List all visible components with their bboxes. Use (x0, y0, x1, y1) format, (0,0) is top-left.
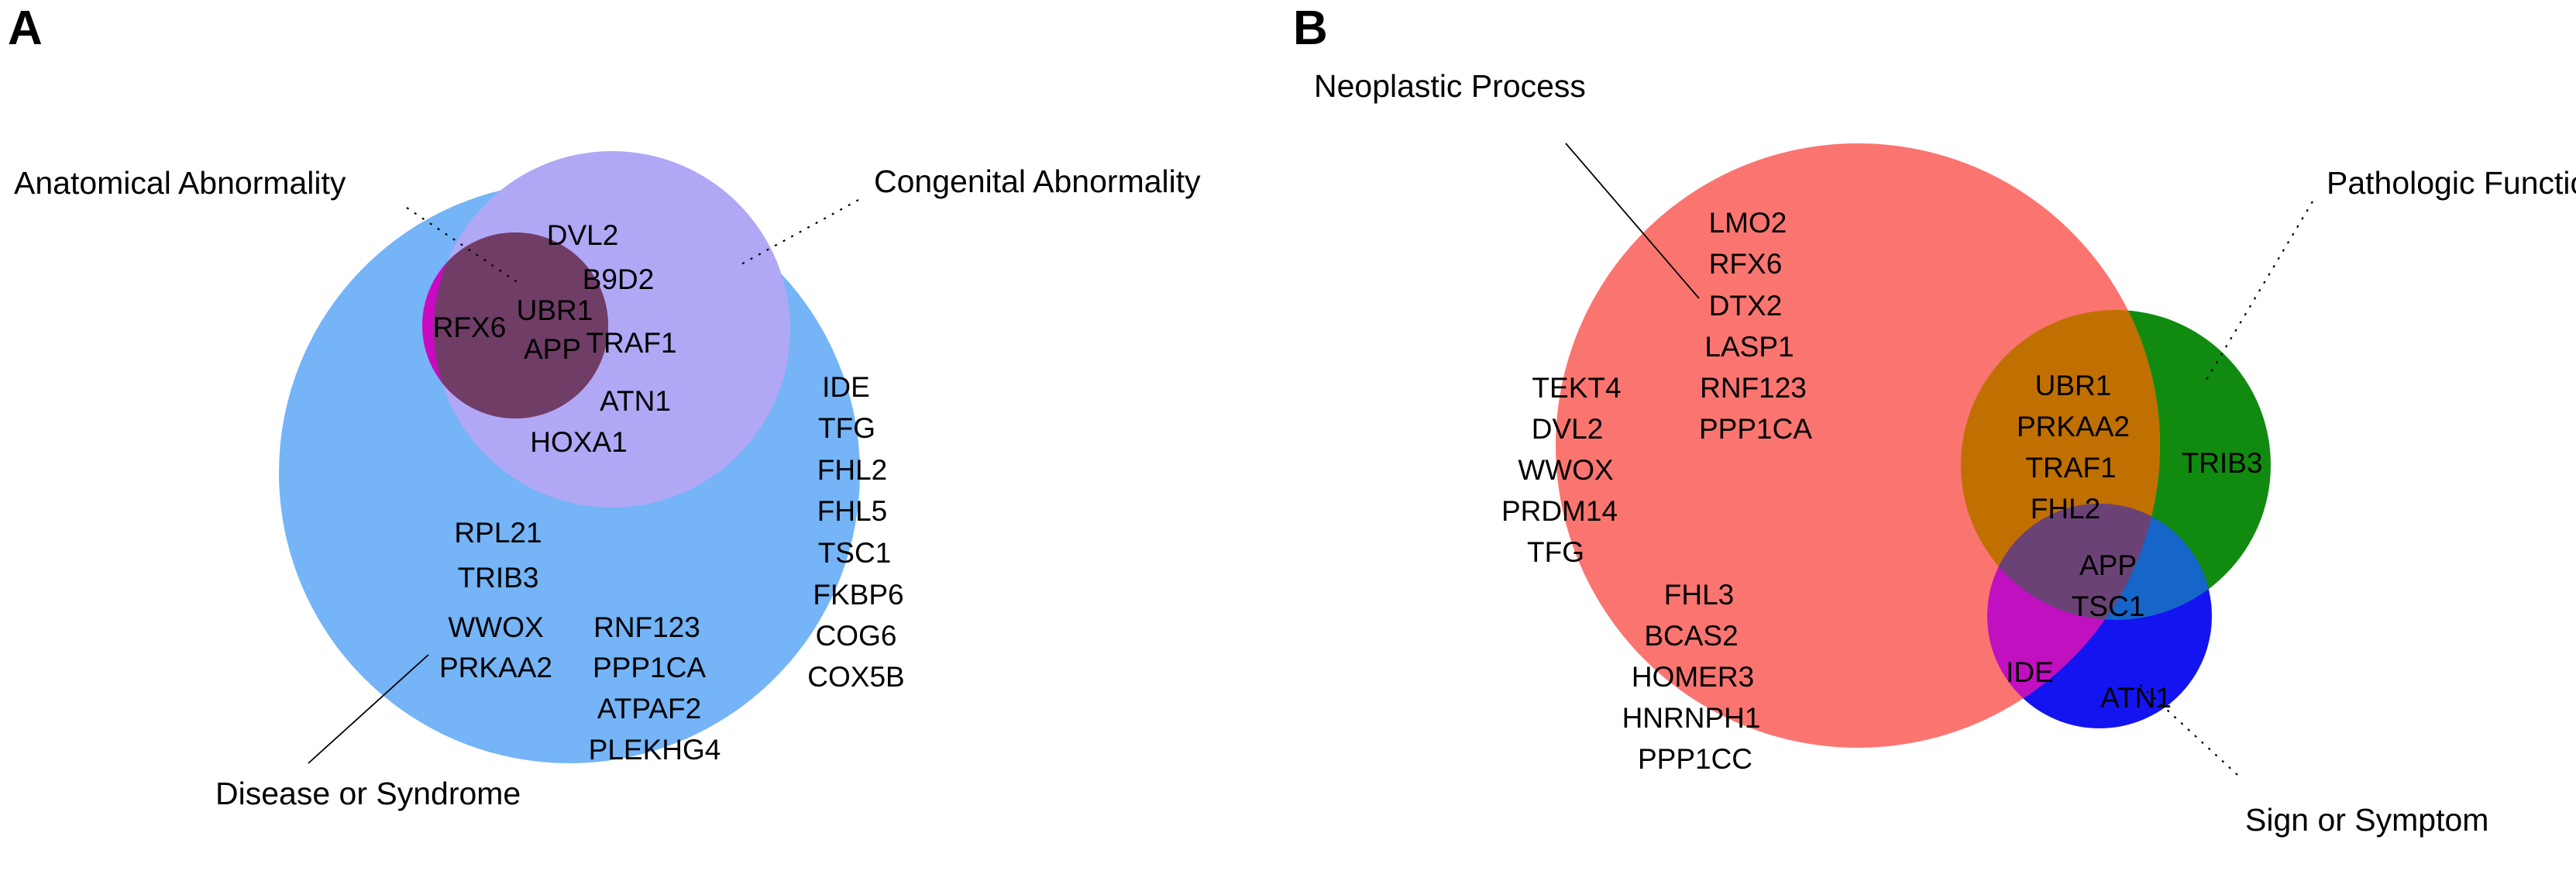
leader-congenital-abnormality (739, 199, 859, 266)
leader-neoplastic-process (1565, 143, 1700, 299)
gene-label: FHL5 (817, 495, 887, 527)
leader-disease-or-syndrome (308, 654, 429, 764)
gene-label: TRAF1 (2025, 452, 2116, 484)
gene-label: BCAS2 (1644, 620, 1738, 652)
set-label-sign-or-symptom: Sign or Symptom (2245, 802, 2488, 838)
gene-label: FKBP6 (813, 579, 903, 611)
gene-label: RNF123 (593, 611, 700, 643)
gene-label: PPP1CC (1638, 743, 1752, 775)
gene-label: DVL2 (547, 219, 619, 251)
gene-label: TRIB3 (458, 562, 539, 594)
panel-b-venn-svg: Neoplastic Process Pathologic Function S… (1314, 68, 2576, 838)
set-label-congenital-abnormality: Congenital Abnormality (874, 163, 1201, 199)
set-label-neoplastic-process: Neoplastic Process (1314, 68, 1586, 104)
gene-label: DVL2 (1532, 413, 1604, 445)
gene-label: UBR1 (2035, 370, 2112, 401)
gene-label: RPL21 (454, 517, 542, 549)
gene-label: B9D2 (583, 263, 655, 295)
gene-label: APP (2079, 549, 2137, 581)
gene-label: PPP1CA (593, 652, 706, 683)
gene-label: FHL2 (2031, 493, 2100, 525)
gene-label: TRAF1 (586, 327, 676, 359)
panel-b: B (1288, 0, 2576, 888)
gene-label: DTX2 (1709, 290, 1783, 322)
gene-label: PRDM14 (1501, 495, 1618, 527)
gene-label: PRKAA2 (2017, 411, 2130, 442)
set-label-disease-or-syndrome: Disease or Syndrome (215, 776, 521, 811)
panel-a: A Anatomical Abnormality Congenital Abno… (8, 2, 1201, 812)
gene-label: WWOX (448, 611, 543, 643)
gene-label: UBR1 (517, 294, 593, 326)
gene-label: TFG (818, 412, 875, 444)
gene-label: ATN1 (2100, 682, 2172, 714)
gene-label: TFG (1527, 536, 1584, 568)
set-label-anatomical-abnormality: Anatomical Abnormality (14, 165, 346, 201)
gene-label: FHL2 (817, 454, 887, 486)
panel-b-letter: B (1293, 2, 1328, 55)
gene-label: RFX6 (433, 311, 507, 343)
gene-label: COX5B (807, 661, 904, 693)
gene-label: PLEKHG4 (589, 734, 721, 766)
panel-a-venn-svg: Anatomical Abnormality Congenital Abnorm… (14, 151, 1201, 811)
gene-label: IDE (822, 371, 870, 403)
gene-label: TEKT4 (1532, 372, 1621, 404)
gene-label: HNRNPH1 (1622, 702, 1761, 734)
gene-label: ATN1 (600, 385, 671, 417)
gene-label: LASP1 (1704, 331, 1794, 363)
region-anatomical-congenital-overlap (434, 232, 608, 418)
gene-label: TSC1 (2072, 590, 2145, 622)
gene-label: IDE (2006, 656, 2054, 688)
set-label-pathologic-function: Pathologic Function (2327, 165, 2576, 201)
gene-label: ATPAF2 (597, 693, 701, 725)
gene-label: COG6 (816, 620, 897, 652)
gene-label: PRKAA2 (439, 652, 552, 683)
gene-label: LMO2 (1709, 207, 1787, 239)
gene-label: TSC1 (818, 537, 892, 569)
panel-a-letter: A (8, 2, 43, 55)
gene-label: HOMER3 (1632, 661, 1754, 693)
gene-label: APP (524, 333, 581, 365)
gene-label: HOXA1 (530, 426, 627, 458)
gene-label: WWOX (1518, 454, 1613, 486)
gene-label: RNF123 (1700, 372, 1807, 404)
gene-label: TRIB3 (2182, 447, 2263, 479)
gene-label: RFX6 (1709, 248, 1783, 280)
gene-label: FHL3 (1664, 579, 1734, 611)
gene-label: PPP1CA (1699, 413, 1812, 445)
